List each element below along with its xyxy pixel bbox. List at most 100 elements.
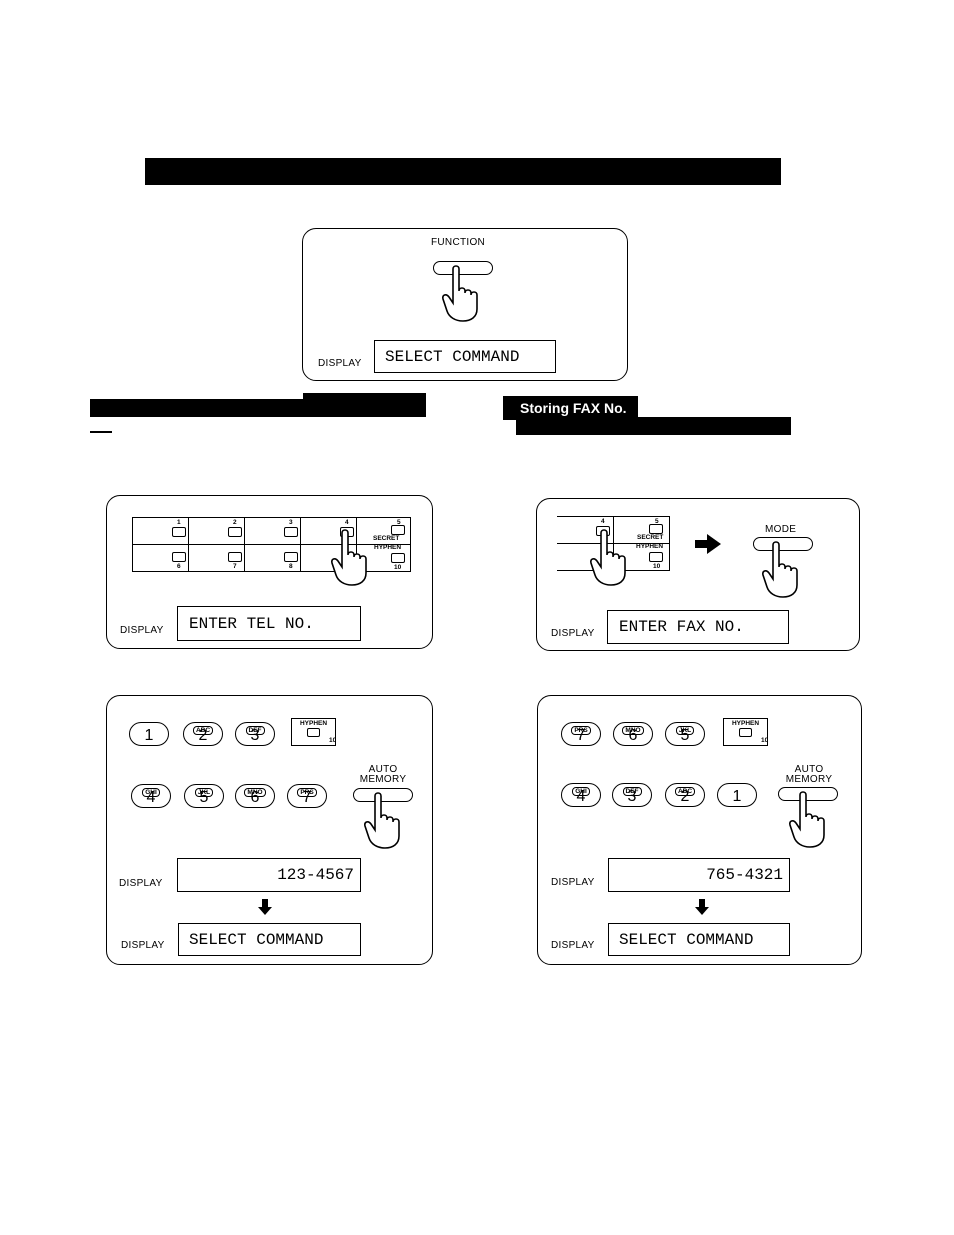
dial-key-2[interactable]: ABC 2 xyxy=(665,783,705,807)
function-button[interactable] xyxy=(433,261,493,275)
one-touch-key-5[interactable] xyxy=(649,524,663,534)
title-bar xyxy=(145,158,781,185)
pointing-hand-icon xyxy=(762,541,798,598)
key-number-4: 4 xyxy=(601,518,605,525)
tel-one-touch-panel: 1 2 3 4 5 SECRET 6 7 8 HYPHEN 10 DISPLAY… xyxy=(106,495,433,649)
dial-key-letters-wrap: ABC xyxy=(184,719,222,737)
fax-result-display-text: SELECT COMMAND xyxy=(619,930,754,949)
dial-key-5[interactable]: JKL 5 xyxy=(184,784,224,808)
dial-key-4[interactable]: GHI 4 xyxy=(561,783,601,807)
one-touch-key-7[interactable] xyxy=(228,552,242,562)
dial-key-letters: JKL xyxy=(675,726,695,735)
dial-key-digit: 1 xyxy=(144,727,154,744)
key-number-5: 5 xyxy=(655,518,659,525)
keypad-divider xyxy=(133,544,410,545)
fax-display-text: ENTER FAX NO. xyxy=(619,618,744,636)
right-arrow-icon xyxy=(695,534,721,554)
dial-key-3[interactable]: DEF 3 xyxy=(235,722,275,746)
hyphen-key-box: HYPHEN 10 xyxy=(723,718,768,746)
dial-key-5[interactable]: JKL 5 xyxy=(665,722,705,746)
tel-display-text: ENTER TEL NO. xyxy=(189,614,314,633)
section-heading-fax: Storing FAX No. xyxy=(520,400,627,416)
dial-key-letters: ABC xyxy=(674,787,696,796)
down-arrow-icon xyxy=(258,899,272,915)
memory-label: MEMORY xyxy=(359,774,407,785)
dial-key-letters-wrap: DEF xyxy=(613,780,651,798)
one-touch-key-6[interactable] xyxy=(172,552,186,562)
key-number-7: 7 xyxy=(233,563,237,570)
tel-display-label-2: DISPLAY xyxy=(121,940,165,951)
one-touch-key-10[interactable] xyxy=(391,553,405,563)
dial-key-letters-wrap: JKL xyxy=(666,719,704,737)
one-touch-key-1[interactable] xyxy=(172,527,186,537)
hyphen-key[interactable] xyxy=(307,728,320,737)
dial-key-3[interactable]: DEF 3 xyxy=(612,783,652,807)
dial-key-letters-wrap: GHI xyxy=(562,780,600,798)
dial-key-7[interactable]: PRS 7 xyxy=(287,784,327,808)
one-touch-key-10[interactable] xyxy=(649,552,663,562)
dial-key-1[interactable]: 1 xyxy=(717,783,757,807)
key-number-8: 8 xyxy=(289,563,293,570)
function-panel: FUNCTION DISPLAY SELECT COMMAND xyxy=(302,228,628,381)
fax-dial-panel: PRS 7 MNO 6 JKL 5 HYPHEN 10 GHI 4 DEF 3 … xyxy=(537,695,862,965)
one-touch-key-2[interactable] xyxy=(228,527,242,537)
dial-key-6[interactable]: MNO 6 xyxy=(235,784,275,808)
dial-key-4[interactable]: GHI 4 xyxy=(131,784,171,808)
dial-key-letters: GHI xyxy=(572,787,590,796)
dial-key-digit: 5 xyxy=(680,727,690,744)
secret-label: SECRET xyxy=(637,534,664,541)
dial-key-letters: JKL xyxy=(194,788,214,797)
one-touch-key-3[interactable] xyxy=(284,527,298,537)
one-touch-key-8[interactable] xyxy=(284,552,298,562)
fax-number-display-text: 765-4321 xyxy=(706,866,783,884)
dial-key-letters: GHI xyxy=(142,788,160,797)
mode-key-label: MODE xyxy=(765,524,797,535)
key-number-5: 5 xyxy=(397,519,401,526)
one-touch-key-5[interactable] xyxy=(391,525,405,535)
tel-display-label: DISPLAY xyxy=(120,625,164,636)
dial-key-1[interactable]: 1 xyxy=(129,722,169,746)
dial-key-letters: MNO xyxy=(244,788,266,797)
auto-label: AUTO xyxy=(794,764,824,775)
pointing-hand-icon xyxy=(590,529,626,586)
keypad-col-4 xyxy=(301,518,357,571)
key-number-10: 10 xyxy=(653,563,661,570)
dial-key-letters: PRS xyxy=(571,726,591,735)
dial-key-letters-wrap: ABC xyxy=(666,780,704,798)
mode-button[interactable] xyxy=(753,537,813,551)
dial-key-letters-wrap: PRS xyxy=(288,781,326,799)
dial-key-6[interactable]: MNO 6 xyxy=(613,722,653,746)
key-number-1: 1 xyxy=(177,519,181,526)
tel-display-label-1: DISPLAY xyxy=(119,878,163,889)
dial-key-digit: 5 xyxy=(199,789,209,806)
auto-memory-button[interactable] xyxy=(353,788,413,802)
dial-key-digit: 3 xyxy=(250,727,260,744)
hyphen-label: HYPHEN xyxy=(374,544,402,551)
heading-bar-tel xyxy=(90,399,426,417)
dial-key-7[interactable]: PRS 7 xyxy=(561,722,601,746)
keypad-col-1 xyxy=(133,518,189,571)
tel-dial-panel: 1 ABC 2 DEF 3 HYPHEN 10 GHI 4 JKL 5 MNO … xyxy=(106,695,433,965)
secret-label: SECRET xyxy=(373,535,400,542)
one-touch-keypad: 1 2 3 4 5 SECRET 6 7 8 HYPHEN 10 xyxy=(132,517,411,572)
fax-display-label-2: DISPLAY xyxy=(551,940,595,951)
dial-key-digit: 3 xyxy=(627,788,637,805)
dial-key-digit: 6 xyxy=(628,727,638,744)
dial-key-2[interactable]: ABC 2 xyxy=(183,722,223,746)
keypad-col-3 xyxy=(245,518,301,571)
fax-display-label-1: DISPLAY xyxy=(551,877,595,888)
dial-key-letters-wrap: GHI xyxy=(132,781,170,799)
tel-result-display: SELECT COMMAND xyxy=(178,923,361,956)
auto-memory-button[interactable] xyxy=(778,787,838,801)
heading-bar-fax-label xyxy=(503,396,638,420)
dial-key-letters-wrap: JKL xyxy=(185,781,223,799)
tel-number-display-text: 123-4567 xyxy=(277,866,354,884)
memory-label: MEMORY xyxy=(785,774,833,785)
fax-one-touch-panel: 4 5 SECRET HYPHEN 10 MODE DISPLAY ENTER … xyxy=(536,498,860,651)
hyphen-label: HYPHEN xyxy=(731,720,760,727)
dial-key-letters: MNO xyxy=(622,726,644,735)
fax-display: ENTER FAX NO. xyxy=(607,610,789,644)
hyphen-key[interactable] xyxy=(739,728,752,737)
key-number-10: 10 xyxy=(394,564,402,571)
hyphen-key-number: 10 xyxy=(761,737,769,744)
